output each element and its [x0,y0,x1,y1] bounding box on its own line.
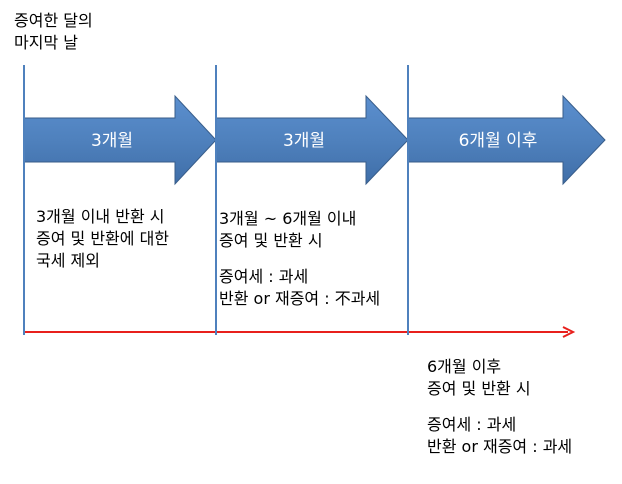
period-2-line-1: 3개월 ~ 6개월 이내 [219,209,357,228]
divider-6-months [407,65,409,335]
start-label-line-1: 증여한 달의 [14,11,93,30]
period-2-description: 3개월 ~ 6개월 이내 증여 및 반환 시 증여세 : 과세 반환 or 재증… [219,208,380,310]
period-1-line-3: 국세 제외 [36,251,100,270]
start-label: 증여한 달의 마지막 날 [14,10,93,54]
period-2-line-2: 증여 및 반환 시 [219,231,323,250]
period-1-arrow-label: 3개월 [90,131,134,151]
period-1-line-2: 증여 및 반환에 대한 [36,229,170,248]
timeline-arrowhead [562,326,576,338]
period-3-arrow-label: 6개월 이후 [458,131,538,151]
period-1-description: 3개월 이내 반환 시 증여 및 반환에 대한 국세 제외 [36,206,169,272]
period-3-tax-line-1: 증여세 : 과세 [427,415,517,434]
divider-start [23,65,25,335]
period-3-description: 6개월 이후 증여 및 반환 시 증여세 : 과세 반환 or 재증여 : 과세 [427,356,572,458]
period-2-tax-line-2: 반환 or 재증여 : 不과세 [219,289,381,308]
period-2-arrow [215,94,409,186]
period-2-arrow-label: 3개월 [282,131,326,151]
period-3-line-1: 6개월 이후 [427,357,502,376]
period-1-line-1: 3개월 이내 반환 시 [36,207,165,226]
period-3-tax-line-2: 반환 or 재증여 : 과세 [427,437,573,456]
period-1-arrow [23,94,217,186]
period-3-arrow [407,94,606,186]
start-label-line-2: 마지막 날 [14,33,78,52]
divider-3-months [215,65,217,335]
period-3-line-2: 증여 및 반환 시 [427,379,531,398]
period-2-tax-line-1: 증여세 : 과세 [219,267,309,286]
